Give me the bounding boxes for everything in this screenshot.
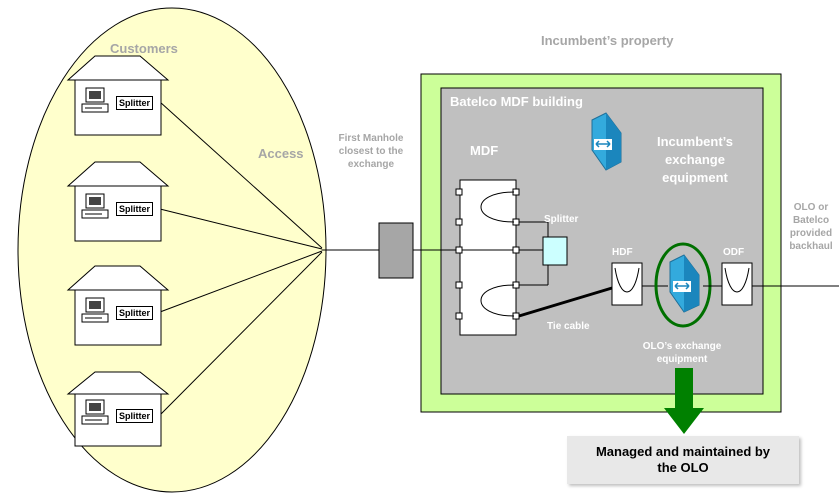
manhole — [378, 222, 414, 279]
olo-equipment-icon — [669, 254, 700, 313]
tie-cable-label: Tie cable — [547, 321, 590, 332]
odf-label: ODF — [723, 247, 745, 258]
incumbent-equipment-icon — [591, 112, 622, 171]
customers-title: Customers — [110, 41, 178, 56]
hdf-frame — [611, 262, 643, 306]
managed-by-olo-box: Managed and maintained by the OLO — [567, 436, 799, 484]
mdf-building-label: Batelco MDF building — [450, 94, 583, 109]
incumbent-exchange-label: Incumbent’s exchange equipment — [656, 134, 734, 185]
mdf-frame — [459, 179, 517, 336]
tie-cable — [518, 286, 613, 318]
house-4-splitter-label: Splitter — [116, 409, 154, 423]
house-3-splitter-label: Splitter — [116, 306, 154, 320]
backhaul-label: OLO or Batelco provided backhaul — [789, 202, 833, 252]
computer-icons — [81, 87, 109, 425]
odf-frame — [721, 262, 753, 306]
managed-arrow — [664, 368, 704, 434]
access-label: Access — [258, 146, 304, 161]
hdf-label: HDF — [612, 247, 633, 258]
olo-equipment-label: OLO’s exchange equipment — [642, 341, 722, 365]
house-1-splitter-label: Splitter — [116, 96, 154, 110]
olo-highlight-ring — [654, 242, 712, 328]
exchange-splitter — [542, 236, 568, 266]
customers-ellipse — [17, 7, 327, 493]
manhole-label: First Manhole closest to the exchange — [338, 133, 404, 170]
incumbent-property-label: Incumbent’s property — [541, 33, 674, 48]
house-2-splitter-label: Splitter — [116, 202, 154, 216]
exchange-splitter-label: Splitter — [544, 214, 579, 225]
access-lines — [159, 101, 460, 416]
mdf-label: MDF — [470, 143, 499, 158]
